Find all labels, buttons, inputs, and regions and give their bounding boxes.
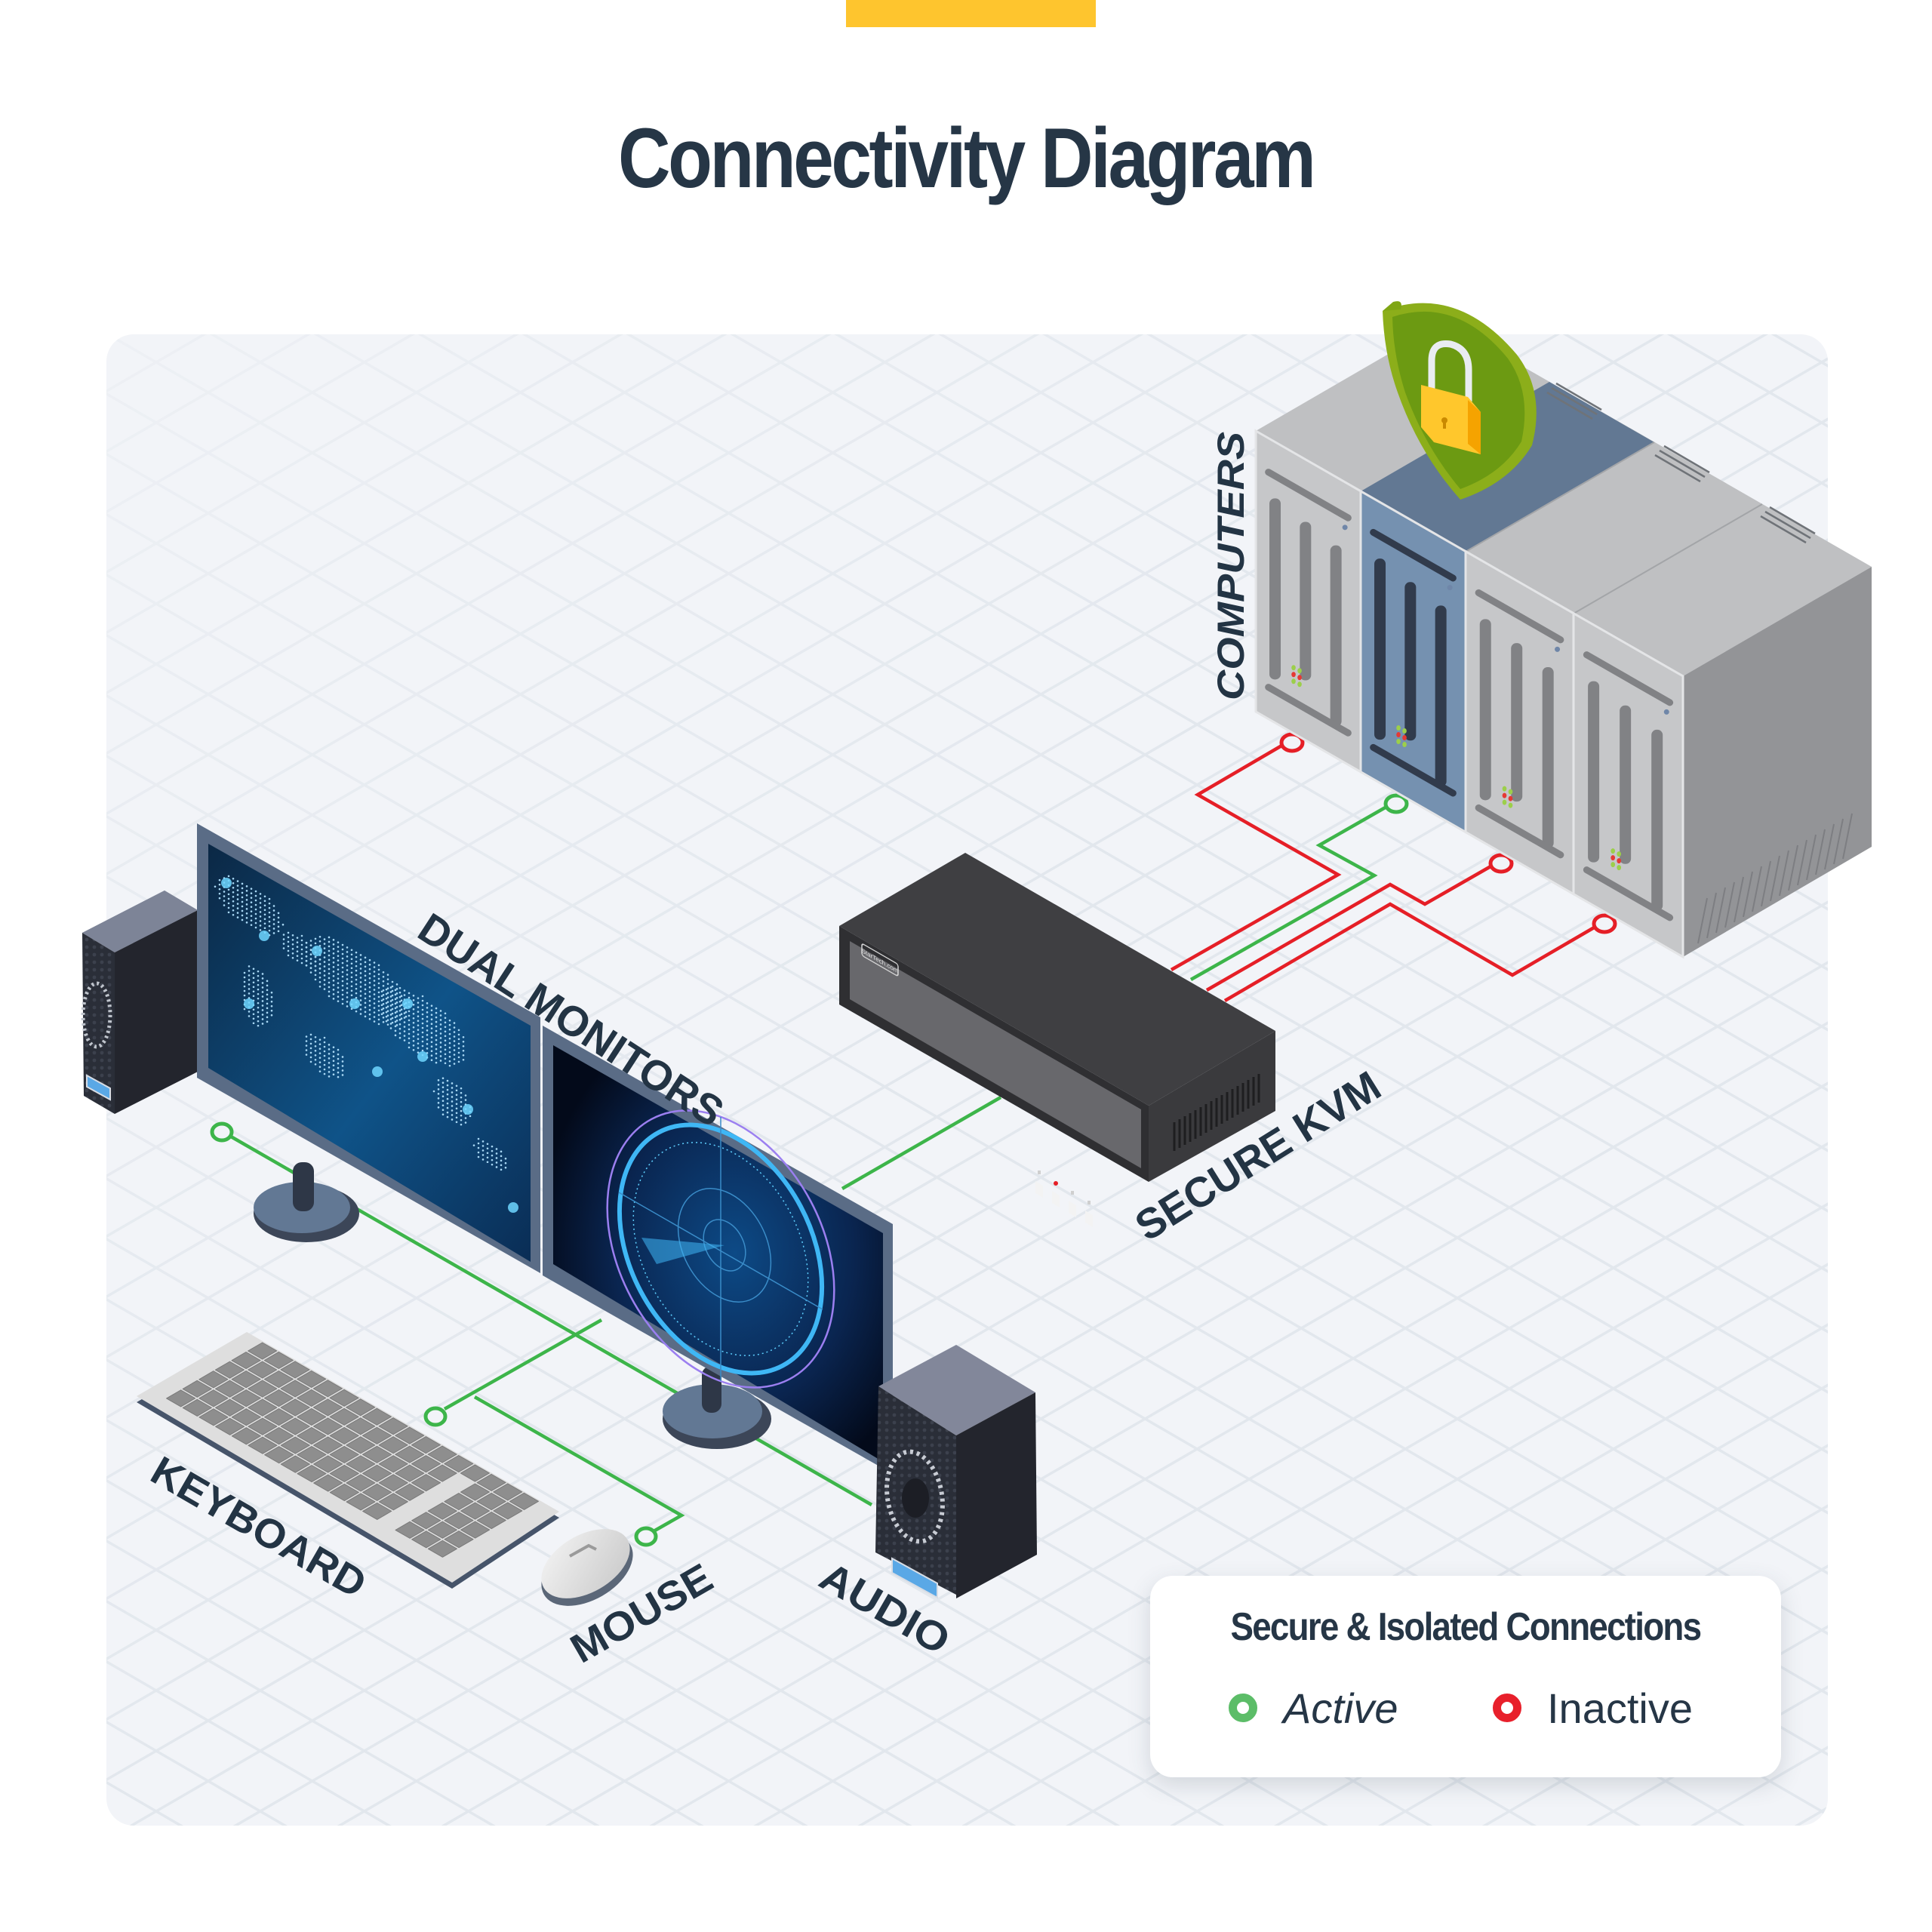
computer-2[interactable]	[1359, 489, 1467, 835]
endpoint-left-speaker	[210, 1121, 234, 1143]
accent-bar	[846, 0, 1096, 27]
computer-3[interactable]	[1464, 549, 1575, 897]
endpoint-computer-3	[1488, 853, 1514, 874]
legend-item-active: Active	[1229, 1681, 1398, 1734]
secure-kvm[interactable]: StarTech.com	[839, 853, 1275, 1227]
connection-kvm-monitors	[841, 1096, 1002, 1190]
kvm-port-button-1[interactable]	[1035, 1181, 1043, 1198]
kvm-top	[839, 853, 1275, 1106]
connection-computer-1	[1170, 743, 1342, 971]
legend-card: Secure & Isolated Connections Active Ina…	[1150, 1576, 1781, 1777]
connection-lines	[229, 743, 1597, 1533]
endpoint-computer-1	[1279, 732, 1305, 753]
legend-item-inactive: Inactive	[1493, 1681, 1693, 1734]
connection-computer-2	[1189, 804, 1389, 981]
mouse[interactable]	[529, 1515, 645, 1621]
connection-computer-3	[1205, 864, 1494, 992]
kvm-port-button-2[interactable]	[1052, 1191, 1060, 1208]
computer-1[interactable]	[1254, 429, 1362, 774]
audio-speaker[interactable]	[875, 1345, 1037, 1599]
endpoint-computer-4	[1592, 913, 1617, 934]
endpoint-mouse	[634, 1526, 658, 1547]
legend-title: Secure & Isolated Connections	[1230, 1605, 1703, 1649]
label-computers: COMPUTERS	[1210, 432, 1252, 700]
connection-keyboard	[443, 1318, 603, 1411]
legend-label-inactive: Inactive	[1547, 1684, 1693, 1732]
kvm-port-button-4[interactable]	[1085, 1211, 1093, 1227]
security-shield-icon	[1383, 301, 1537, 500]
radar-graphic	[606, 1109, 835, 1389]
world-map-graphic	[214, 875, 518, 1213]
page-title-text: Connectivity Diagram	[618, 111, 1316, 205]
padlock-icon	[1421, 340, 1481, 454]
connection-endpoints	[210, 732, 1617, 1547]
active-ring-icon	[1229, 1694, 1257, 1722]
connection-mouse	[473, 1395, 685, 1533]
connection-computer-4	[1223, 902, 1597, 1002]
keyboard[interactable]	[137, 1332, 559, 1589]
page-title: Connectivity Diagram	[0, 113, 1932, 204]
left-speaker[interactable]	[81, 891, 198, 1114]
inactive-ring-icon	[1493, 1694, 1521, 1722]
dual-monitors[interactable]	[197, 823, 893, 1474]
monitor-left-screen	[208, 844, 531, 1262]
endpoint-computer-2	[1383, 793, 1409, 814]
endpoint-keyboard	[423, 1406, 448, 1427]
kvm-port-buttons	[1035, 1171, 1093, 1227]
kvm-active-led	[1054, 1181, 1058, 1186]
computer-4[interactable]	[1572, 611, 1684, 959]
kvm-port-button-3[interactable]	[1069, 1201, 1076, 1217]
legend-label-active: Active	[1283, 1684, 1398, 1732]
computers-side	[1683, 567, 1872, 957]
